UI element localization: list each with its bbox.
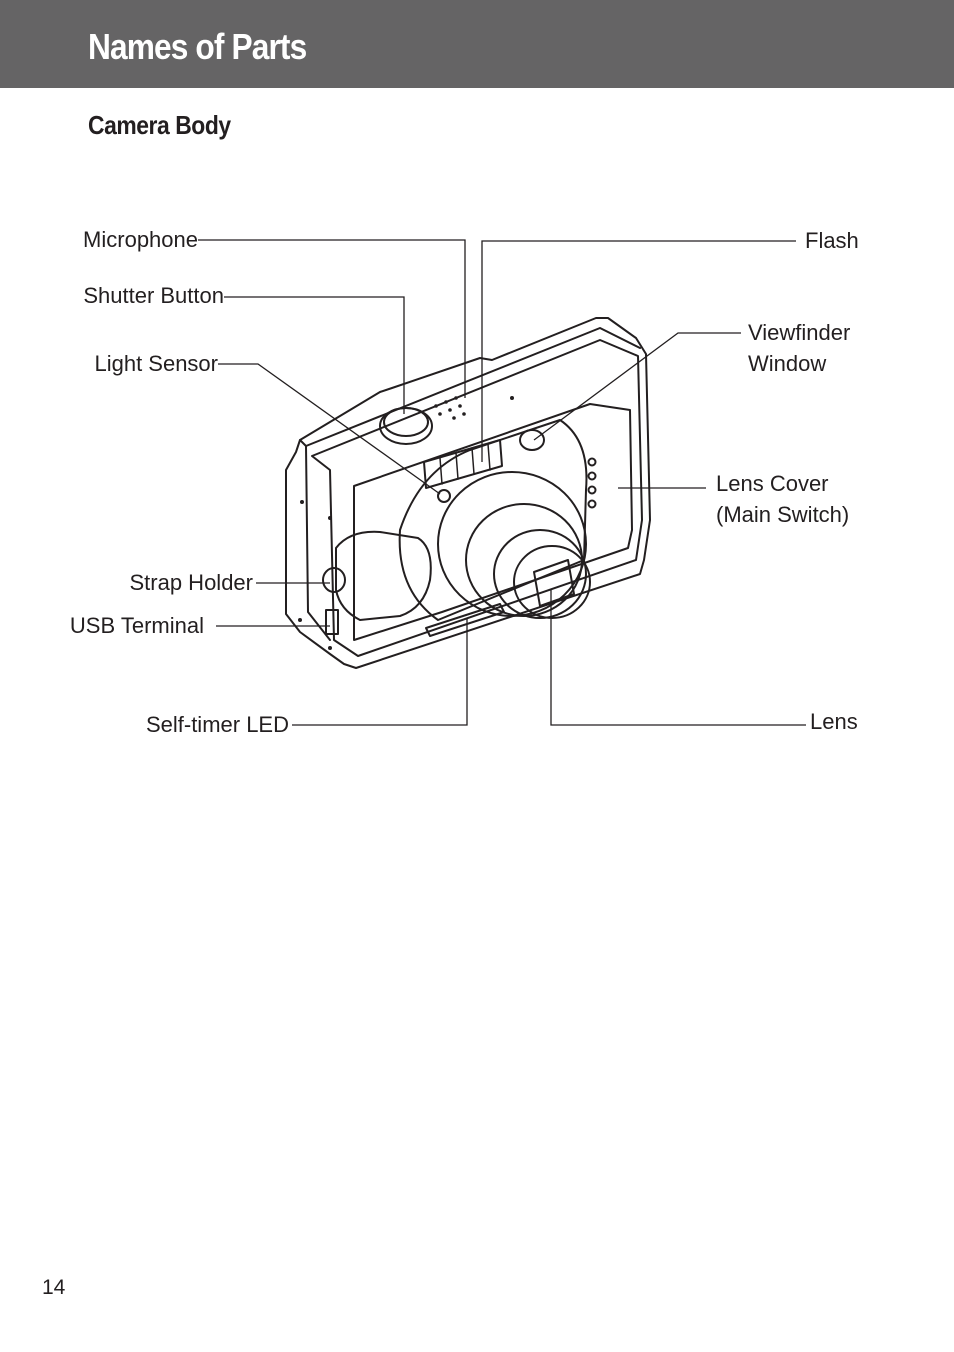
camera-grip bbox=[335, 530, 432, 621]
page-number: 14 bbox=[42, 1276, 66, 1299]
label-lens-cover-line1: Lens Cover bbox=[716, 471, 829, 496]
leader-flash bbox=[481, 240, 796, 462]
label-usb-terminal: USB Terminal bbox=[69, 613, 204, 638]
page-title: Names of Parts bbox=[88, 26, 307, 67]
label-self-timer-led: Self-timer LED bbox=[145, 712, 289, 737]
label-microphone: Microphone bbox=[83, 227, 198, 252]
leader-viewfinder bbox=[533, 332, 741, 441]
leader-light-sensor bbox=[218, 363, 441, 495]
flash-window-shape bbox=[423, 439, 503, 489]
leader-microphone bbox=[198, 239, 466, 398]
usb-terminal-shape bbox=[325, 609, 339, 635]
label-shutter-button: Shutter Button bbox=[83, 283, 224, 308]
label-lens: Lens bbox=[810, 709, 858, 734]
label-viewfinder-window-line2: Window bbox=[748, 351, 827, 376]
leader-self-timer bbox=[292, 618, 468, 726]
label-light-sensor: Light Sensor bbox=[94, 351, 218, 376]
viewfinder-window-shape bbox=[519, 429, 545, 451]
light-sensor-shape bbox=[437, 489, 451, 503]
leader-shutter-button bbox=[224, 296, 405, 414]
lens-barrel-outer bbox=[437, 471, 587, 617]
lens-cover bbox=[398, 419, 588, 621]
label-strap-holder: Strap Holder bbox=[129, 570, 253, 595]
header-bar: Names of Parts bbox=[0, 0, 954, 88]
label-viewfinder-window-line1: Viewfinder bbox=[748, 320, 851, 345]
camera-front-panel bbox=[353, 403, 633, 641]
lens-glass bbox=[533, 559, 575, 607]
label-lens-cover-line2: (Main Switch) bbox=[716, 502, 850, 527]
camera-top-edge bbox=[305, 327, 641, 447]
strap-holder-shape bbox=[322, 567, 346, 593]
label-flash: Flash bbox=[805, 228, 859, 253]
leader-lens bbox=[550, 590, 806, 726]
microphone-holes bbox=[298, 396, 514, 650]
camera-body-outline bbox=[285, 317, 651, 669]
camera-front-face bbox=[311, 339, 643, 657]
section-title: Camera Body bbox=[88, 110, 231, 140]
